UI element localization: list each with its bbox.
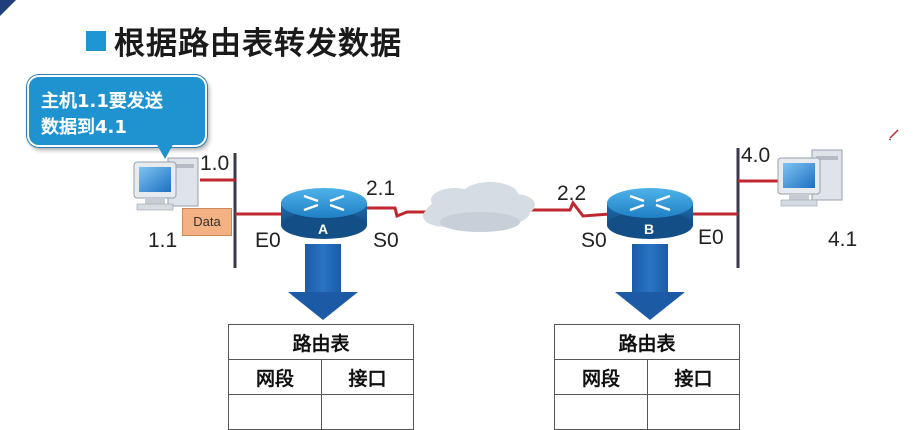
label-router-b-s0: S0 [581,229,607,252]
routing-table-a-col-interface: 接口 [321,359,414,395]
network-diagram [133,129,899,320]
label-router-a-e0: E0 [255,229,281,252]
routing-table-a-title: 路由表 [228,324,414,360]
routing-table-b: 路由表 网段 接口 [554,324,740,430]
routing-table-b-col-segment: 网段 [554,359,648,395]
router-a-label: A [318,221,329,237]
callout-line-1: 主机1.1要发送 [41,91,163,112]
callout-tail [155,141,175,159]
callout-bubble: 主机1.1要发送 数据到4.1 [27,75,207,147]
link-router-a-cloud [365,206,430,219]
corner-decoration [0,0,16,16]
label-router-a-s0: S0 [373,229,399,252]
router-a-icon [281,188,367,239]
label-net-right: 4.0 [741,144,771,167]
data-packet: Data [182,208,232,236]
slide-title: 根据路由表转发数据 [86,18,402,63]
label-net-left: 1.0 [200,152,230,175]
arrow-down-left-icon [288,244,358,320]
title-text: 根据路由表转发数据 [114,26,402,62]
label-router-b-e0: E0 [698,226,724,249]
router-b-icon [607,188,693,239]
label-host-left: 1.1 [148,229,178,252]
routing-table-b-title: 路由表 [554,324,740,360]
pen-cursor-icon [888,129,899,141]
routing-table-b-col-interface: 接口 [647,359,740,395]
routing-table-a: 路由表 网段 接口 [228,324,414,430]
wan-cloud-icon [423,182,535,232]
label-host-right: 4.1 [828,228,858,251]
router-b-label: B [644,221,655,237]
link-cloud-router-b [530,200,611,218]
title-bullet-icon [86,30,106,51]
label-router-b-s0-addr: 2.2 [557,182,587,205]
host-right-computer-icon [777,149,843,207]
routing-table-a-col-segment: 网段 [228,359,322,395]
arrow-down-right-icon [615,244,685,320]
label-router-a-s0-addr: 2.1 [366,177,396,200]
host-left-computer-icon [133,157,199,211]
callout-line-2: 数据到4.1 [41,117,127,138]
